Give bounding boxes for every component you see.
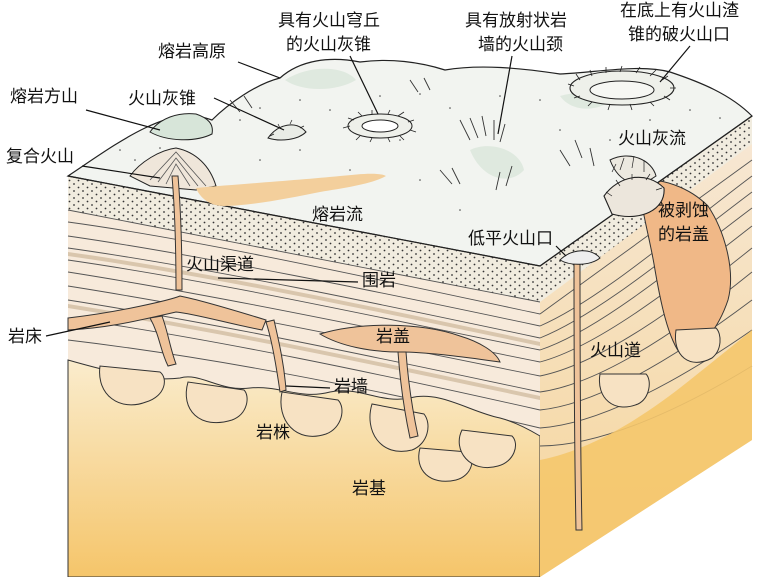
label-ash-flow: 火山灰流 <box>618 129 686 149</box>
label-dome-cone-2: 的火山灰锥 <box>286 35 371 55</box>
label-lava-flow: 熔岩流 <box>312 205 363 225</box>
label-stock: 岩株 <box>256 423 290 443</box>
ash-flow <box>609 155 657 184</box>
label-laccolith: 岩盖 <box>376 327 410 347</box>
label-batholith: 岩基 <box>352 479 386 499</box>
label-composite-volcano: 复合火山 <box>6 147 74 167</box>
batholith-lobes <box>99 365 516 482</box>
label-caldera-1: 在底上有火山渣 <box>620 1 739 21</box>
composite-volcano <box>129 147 217 191</box>
ash-cone <box>267 119 307 141</box>
label-lava-mesa: 熔岩方山 <box>10 87 78 107</box>
label-ash-cone: 火山灰锥 <box>128 89 196 109</box>
label-eroded-laccolith-1: 被剥蚀 <box>658 201 709 221</box>
label-radial-neck-2: 墙的火山颈 <box>478 35 563 55</box>
lava-flow <box>196 173 386 206</box>
label-dike: 岩墙 <box>334 377 368 397</box>
label-sill: 岩床 <box>8 327 42 347</box>
maar-cone <box>603 173 665 218</box>
label-volcanic-pipe: 火山道 <box>590 341 641 361</box>
surface-stipple <box>119 93 721 211</box>
label-country-rock: 围岩 <box>362 271 396 291</box>
label-dome-cone-1: 具有火山穹丘 <box>278 11 380 31</box>
label-caldera-2: 锥的破火山口 <box>628 25 730 45</box>
caldera <box>567 65 676 111</box>
labels: 熔岩高原 具有火山穹丘 的火山灰锥 具有放射状岩 墙的火山颈 在底上有火山渣 锥… <box>6 1 739 499</box>
label-lava-plateau: 熔岩高原 <box>158 42 226 62</box>
label-maar: 低平火山口 <box>468 229 553 249</box>
label-radial-neck-1: 具有放射状岩 <box>465 11 567 31</box>
intrusions <box>67 175 583 531</box>
lava-mesa <box>149 113 213 141</box>
dome-cone <box>342 109 417 143</box>
label-volcanic-conduit: 火山渠道 <box>186 255 254 275</box>
label-eroded-laccolith-2: 的岩盖 <box>658 225 709 245</box>
